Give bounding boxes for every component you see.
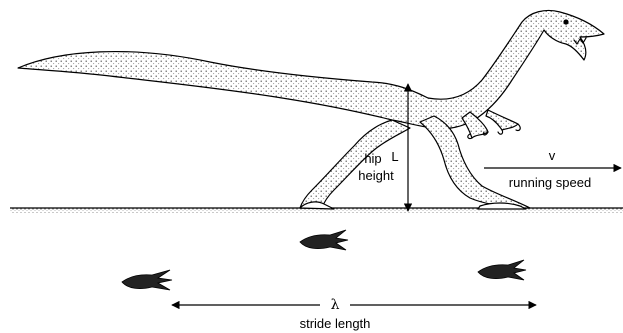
lambda-label: λ — [331, 297, 340, 313]
eye — [564, 20, 568, 24]
height-label: height — [358, 168, 394, 183]
arm-left — [462, 112, 488, 138]
dinosaur-body — [18, 10, 604, 128]
footprint-2 — [300, 230, 348, 250]
running-speed-indicator: v running speed — [484, 148, 621, 190]
v-label: v — [549, 148, 556, 163]
stride-length-label: stride length — [300, 316, 371, 331]
footprints — [122, 230, 526, 290]
footprint-3 — [478, 260, 526, 280]
footprint-1 — [122, 270, 172, 290]
hip-label: hip — [364, 151, 381, 166]
leg-back — [300, 120, 410, 208]
L-label: L — [391, 149, 398, 164]
arm-right — [486, 110, 518, 130]
stride-length-indicator: λ stride length — [172, 297, 536, 331]
running-speed-label: running speed — [509, 175, 591, 190]
